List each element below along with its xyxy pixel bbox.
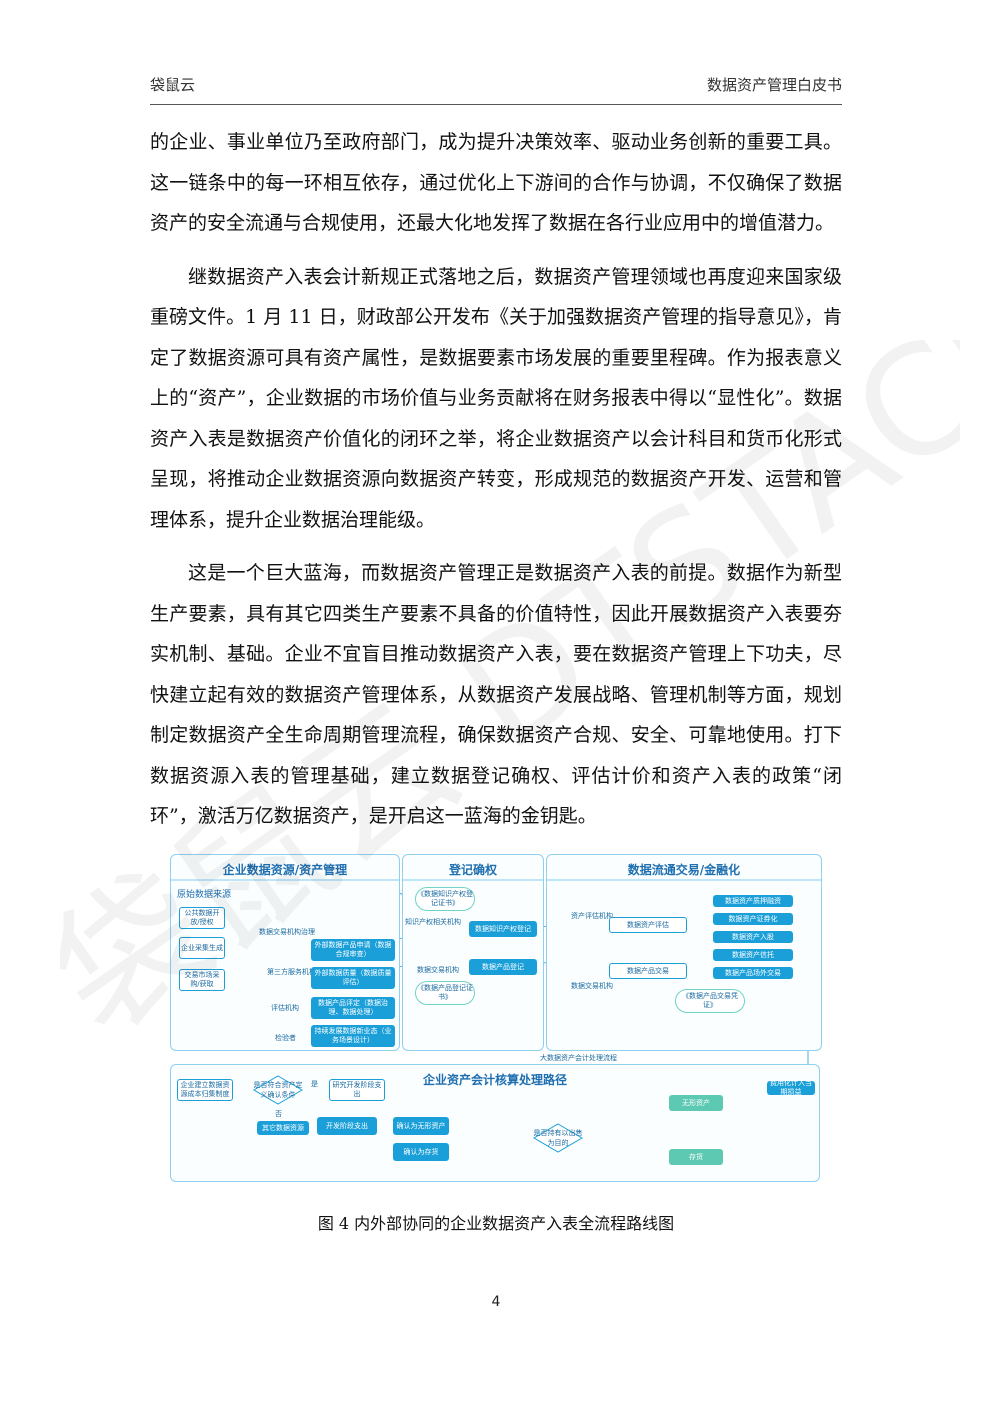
page-header: 袋鼠云 数据资产管理白皮书: [150, 70, 842, 100]
finance-box: 数据资产证券化: [713, 913, 793, 925]
decision-diamond: 是否持有以出售为目的: [533, 1123, 583, 1153]
process-box: 开发阶段支出: [317, 1117, 377, 1135]
org-label: 数据交易机构: [417, 966, 459, 974]
org-label: 资产评估机构: [571, 912, 613, 920]
process-box: 其它数据资源: [257, 1121, 309, 1135]
decision-label: 是否符合资产定义确认条件: [253, 1081, 303, 1099]
panel-title: 数据流通交易/金融化: [627, 863, 741, 877]
step-box: 数据产品评定（数据治理、数据处理）: [311, 997, 395, 1019]
process-box: 研究开发阶段支出: [329, 1079, 385, 1101]
process-box: 数据产品交易: [609, 963, 687, 979]
title-band: [403, 879, 543, 881]
header-rule: [150, 104, 842, 105]
process-box: 企业建立数据资源成本归集制度: [177, 1079, 233, 1101]
panel-asset-management: 企业数据资源/资产管理 原始数据来源 公共数据开放/授权 企业采集生成 交易市场…: [170, 854, 400, 1051]
step-box: 持续发展数据新业态（业务场景设计）: [311, 1025, 395, 1047]
process-box: 数据资产评估: [609, 917, 687, 933]
source-label: 原始数据来源: [177, 890, 232, 900]
yes-label: 是: [311, 1080, 318, 1088]
title-band: [171, 879, 399, 881]
registration-box: 数据产品登记: [469, 959, 537, 975]
page-number: 4: [491, 1294, 501, 1310]
panel-accounting: 企业资产会计核算处理路径 企业建立数据资源成本归集制度 是否符合资产定义确认条件…: [170, 1064, 820, 1182]
panel-circulation: 数据流通交易/金融化 资产评估机构 数据资产评估 数据交易机构 数据产品交易 《…: [546, 854, 822, 1051]
header-left: 袋鼠云: [150, 76, 196, 94]
body-text: 的企业、事业单位乃至政府部门，成为提升决策效率、驱动业务创新的重要工具。这一链条…: [150, 122, 842, 850]
source-box: 企业采集生成: [179, 937, 225, 959]
source-box: 公共数据开放/授权: [179, 907, 225, 929]
org-label: 数据交易机构: [571, 982, 613, 990]
paragraph: 继数据资产入表会计新规正式落地之后，数据资产管理领域也再度迎来国家级重磅文件。1…: [150, 265, 842, 531]
middle-label: 评估机构: [271, 1004, 299, 1012]
certificate-box: 《数据产品登记证书》: [415, 981, 475, 1005]
result-box: 存货: [669, 1149, 723, 1165]
finance-box: 数据产品场外交易: [713, 967, 793, 979]
certificate-box: 《数据知识产权登记证书》: [415, 887, 475, 911]
figure-caption: 图 4 内外部协同的企业数据资产入表全流程路线图: [317, 1214, 675, 1233]
no-label: 否: [275, 1110, 282, 1118]
middle-label: 第三方服务机构: [267, 968, 316, 976]
middle-label: 数据交易机构治理: [259, 928, 315, 936]
header-right: 数据资产管理白皮书: [706, 76, 842, 94]
panel-title: 企业数据资源/资产管理: [222, 863, 348, 877]
finance-box: 数据资产信托: [713, 949, 793, 961]
paragraph: 的企业、事业单位乃至政府部门，成为提升决策效率、驱动业务创新的重要工具。这一链条…: [150, 131, 842, 234]
flow-note: 大数据资产会计处理流程: [540, 1054, 617, 1062]
result-box: 无形资产: [669, 1095, 723, 1111]
step-box: 外部数据产品申请（数据合规审查）: [311, 939, 395, 961]
paragraph: 这是一个巨大蓝海，而数据资产管理正是数据资产入表的前提。数据作为新型生产要素，具…: [150, 562, 842, 827]
registration-box: 数据知识产权登记: [469, 921, 537, 937]
panel-title: 登记确权: [448, 863, 497, 877]
source-box: 交易市场采购/获取: [179, 969, 225, 991]
finance-box: 数据资产入股: [713, 931, 793, 943]
process-box: 确认为无形资产: [393, 1117, 449, 1135]
certificate-box: 《数据产品交易凭证》: [675, 989, 745, 1013]
finance-box: 数据资产质押融资: [713, 895, 793, 907]
panel-title: 企业资产会计核算处理路径: [422, 1073, 567, 1087]
panel-registration: 登记确权 《数据知识产权登记证书》 知识产权相关机构 数据知识产权登记 数据产品…: [402, 854, 544, 1051]
process-box: 确认为存货: [393, 1143, 449, 1161]
result-box: 费用化计入当期损益: [767, 1079, 815, 1096]
decision-diamond: 是否符合资产定义确认条件: [253, 1075, 303, 1105]
decision-label: 是否持有以出售为目的: [533, 1129, 583, 1147]
step-box: 外部数据质量（数据质量评估）: [311, 967, 395, 989]
middle-label: 检验者: [275, 1034, 296, 1042]
title-band: [547, 879, 821, 881]
org-label: 知识产权相关机构: [405, 918, 461, 926]
flow-diagram: 企业数据资源/资产管理 原始数据来源 公共数据开放/授权 企业采集生成 交易市场…: [168, 852, 824, 1182]
